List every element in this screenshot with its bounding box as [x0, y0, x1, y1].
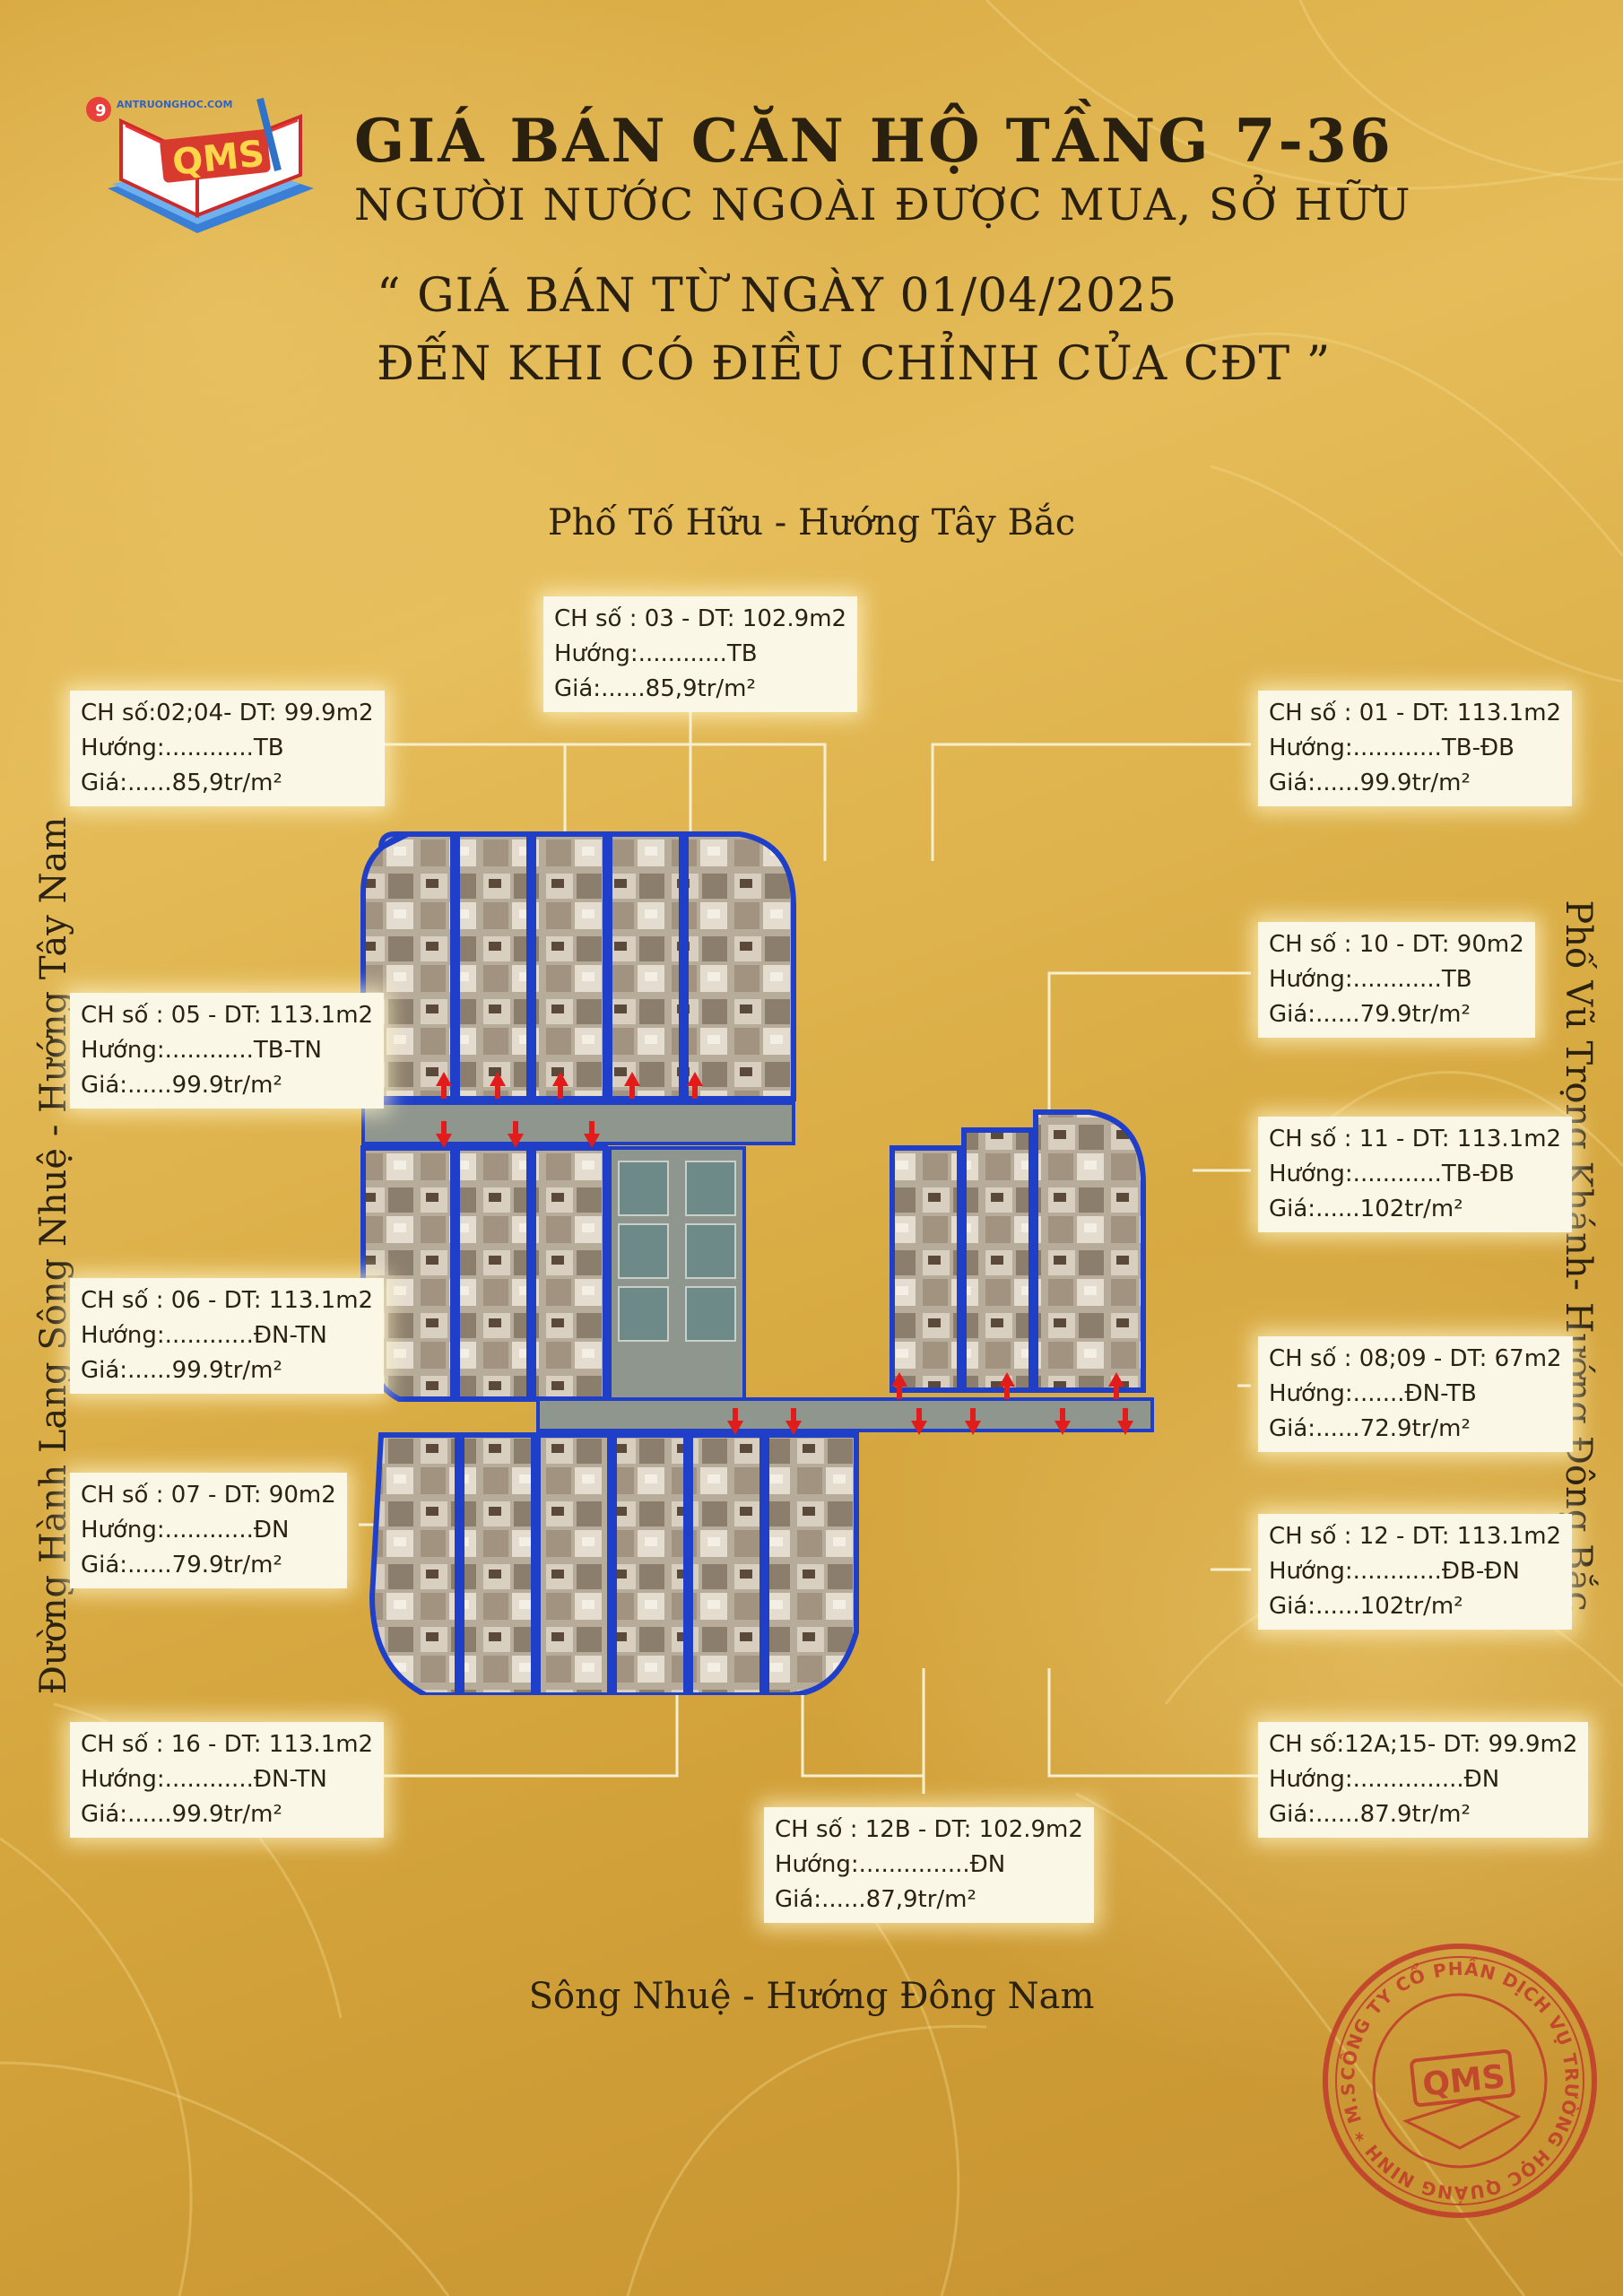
unit-12-direction: Hướng:............ĐB-ĐN: [1269, 1558, 1520, 1585]
unit-10-price: Giá:......79.9tr/m²: [1269, 1001, 1471, 1028]
unit-12a15-code: CH số:12A;15- DT: 99.9m2: [1269, 1731, 1578, 1758]
unit-07-price: Giá:......79.9tr/m²: [81, 1552, 282, 1578]
unit-07-direction: Hướng:............ĐN: [81, 1517, 290, 1544]
unit-12b-price: Giá:......87,9tr/m²: [775, 1886, 976, 1913]
unit-01-direction: Hướng:............TB-ĐB: [1269, 735, 1515, 761]
unit-0809-price: Giá:......72.9tr/m²: [1269, 1415, 1471, 1442]
page-title: GIÁ BÁN CĂN HỘ TẦNG 7-36: [354, 106, 1393, 176]
price-period-line2: ĐẾN KHI CÓ ĐIỀU CHỈNH CỦA CĐT ”: [377, 337, 1332, 391]
unit-16-code: CH số : 16 - DT: 113.1m2: [81, 1731, 374, 1758]
unit-03-code: CH số : 03 - DT: 102.9m2: [554, 605, 847, 632]
unit-12a15-price: Giá:......87.9tr/m²: [1269, 1801, 1471, 1828]
direction-bottom: Sông Nhuệ - Hướng Đông Nam: [528, 1976, 1095, 2017]
unit-11-direction: Hướng:............TB-ĐB: [1269, 1161, 1515, 1187]
qms-logo: 9 ANTRUONGHOC.COM QMS: [86, 97, 314, 233]
unit-06-price: Giá:......99.9tr/m²: [81, 1357, 282, 1384]
unit-11-price: Giá:......102tr/m²: [1269, 1196, 1463, 1222]
unit-12a15-direction: Hướng:...............ĐN: [1269, 1766, 1500, 1793]
unit-03-price: Giá:......85,9tr/m²: [554, 675, 756, 702]
unit-12-info: CH số : 12 - DT: 113.1m2 Hướng:.........…: [1258, 1514, 1573, 1630]
direction-right: Phố Vũ Trọng Khánh- Hướng Đông Bắc: [1558, 900, 1599, 1612]
unit-01-code: CH số : 01 - DT: 113.1m2: [1269, 700, 1562, 726]
logo-text: QMS: [170, 133, 266, 183]
direction-left: Đường Hành Lang Sông Nhuệ - Hướng Tây Na…: [33, 816, 74, 1695]
price-period-line1: “ GIÁ BÁN TỪ NGÀY 01/04/2025: [377, 269, 1178, 323]
unit-10-info: CH số : 10 - DT: 90m2 Hướng:............…: [1258, 922, 1535, 1038]
floor-plan: [360, 831, 1154, 1695]
unit-12b-direction: Hướng:...............ĐN: [775, 1851, 1006, 1878]
unit-05-price: Giá:......99.9tr/m²: [81, 1072, 282, 1099]
unit-12b-info: CH số : 12B - DT: 102.9m2 Hướng:........…: [764, 1807, 1094, 1923]
unit-0204-info: CH số:02;04- DT: 99.9m2 Hướng:..........…: [70, 691, 385, 806]
unit-10-direction: Hướng:............TB: [1269, 966, 1472, 993]
unit-0809-code: CH số : 08;09 - DT: 67m2: [1269, 1345, 1562, 1372]
unit-03-direction: Hướng:............TB: [554, 640, 758, 667]
svg-text:9: 9: [95, 101, 107, 120]
direction-top: Phố Tố Hữu - Hướng Tây Bắc: [547, 502, 1076, 544]
unit-16-info: CH số : 16 - DT: 113.1m2 Hướng:.........…: [70, 1722, 385, 1838]
unit-12b-code: CH số : 12B - DT: 102.9m2: [775, 1816, 1083, 1843]
unit-0204-price: Giá:......85,9tr/m²: [81, 770, 282, 796]
unit-01-info: CH số : 01 - DT: 113.1m2 Hướng:.........…: [1258, 691, 1573, 806]
unit-0204-direction: Hướng:............TB: [81, 735, 284, 761]
unit-01-price: Giá:......99.9tr/m²: [1269, 770, 1471, 796]
unit-11-code: CH số : 11 - DT: 113.1m2: [1269, 1126, 1562, 1152]
unit-11-info: CH số : 11 - DT: 113.1m2 Hướng:.........…: [1258, 1117, 1573, 1232]
unit-05-code: CH số : 05 - DT: 113.1m2: [81, 1002, 374, 1029]
unit-12-price: Giá:......102tr/m²: [1269, 1593, 1463, 1620]
unit-06-direction: Hướng:............ĐN-TN: [81, 1322, 327, 1349]
unit-16-price: Giá:......99.9tr/m²: [81, 1801, 282, 1828]
logo-small-text: ANTRUONGHOC.COM: [117, 99, 232, 110]
unit-06-info: CH số : 06 - DT: 113.1m2 Hướng:.........…: [70, 1278, 385, 1394]
unit-0809-direction: Hướng:.......ĐN-TB: [1269, 1380, 1477, 1407]
company-seal: CÔNG TY CỔ PHẦN DỊCH VỤ TRƯỜNG HỌC QUẢNG…: [1316, 1937, 1597, 2218]
unit-12a15-info: CH số:12A;15- DT: 99.9m2 Hướng:.........…: [1258, 1722, 1589, 1838]
unit-06-code: CH số : 06 - DT: 113.1m2: [81, 1287, 374, 1314]
unit-12-code: CH số : 12 - DT: 113.1m2: [1269, 1523, 1562, 1550]
page-subtitle: NGƯỜI NƯỚC NGOÀI ĐƯỢC MUA, SỞ HỮU: [354, 179, 1412, 230]
unit-0204-code: CH số:02;04- DT: 99.9m2: [81, 700, 374, 726]
unit-07-info: CH số : 07 - DT: 90m2 Hướng:............…: [70, 1473, 347, 1588]
seal-center-text: QMS: [1420, 2058, 1506, 2103]
unit-16-direction: Hướng:............ĐN-TN: [81, 1766, 327, 1793]
unit-0809-info: CH số : 08;09 - DT: 67m2 Hướng:.......ĐN…: [1258, 1336, 1573, 1452]
unit-07-code: CH số : 07 - DT: 90m2: [81, 1482, 336, 1509]
unit-03-info: CH số : 03 - DT: 102.9m2 Hướng:.........…: [543, 596, 858, 712]
unit-05-info: CH số : 05 - DT: 113.1m2 Hướng:.........…: [70, 993, 385, 1109]
unit-05-direction: Hướng:............TB-TN: [81, 1037, 322, 1064]
unit-10-code: CH số : 10 - DT: 90m2: [1269, 931, 1524, 958]
